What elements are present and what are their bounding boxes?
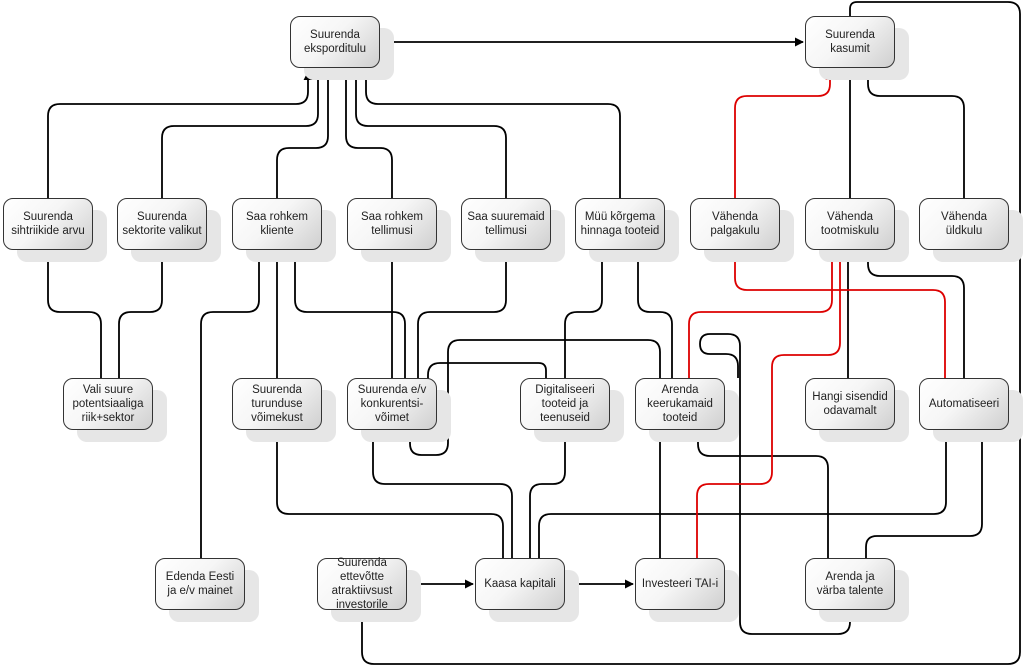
edge-kapital-to-konkurents <box>368 431 513 558</box>
node-vahenda-tootmiskulu[interactable]: Vähenda tootmiskulu <box>805 198 895 250</box>
edge-yldkulu-to-kasum <box>863 71 965 198</box>
edge-konkurents-to-kliendid <box>290 251 406 378</box>
node-investeeri-tai[interactable]: Investeeri TAI-i <box>635 558 725 610</box>
edge-keerukad-to-tootmiskulu <box>688 251 837 378</box>
node-vali-riik-sektor[interactable]: Vali suure potentsiaaliga riik+sektor <box>63 378 153 430</box>
node-vahenda-palgakulu[interactable]: Vähenda palgakulu <box>690 198 780 250</box>
node-vahenda-yldkulu[interactable]: Vähenda üldkulu <box>919 198 1009 250</box>
edge-tellimused-to-eksport <box>341 71 393 198</box>
node-saa-rohkem-tellimusi[interactable]: Saa rohkem tellimusi <box>347 198 437 250</box>
edge-vali-to-sihtriigid <box>43 251 102 378</box>
node-suurenda-sihtriikide-arvu[interactable]: Suurenda sihtriikide arvu <box>3 198 93 250</box>
node-muu-korgema-hinnaga-tooteid[interactable]: Müü kõrgema hinnaga tooteid <box>575 198 665 250</box>
edge-sektorid-to-eksport <box>161 71 323 198</box>
node-suurenda-sektorite-valikut[interactable]: Suurenda sektorite valikut <box>117 198 207 250</box>
node-arenda-varba-talente[interactable]: Arenda ja värba talente <box>805 558 895 610</box>
node-digitaliseeri[interactable]: Digitaliseeri tooteid ja teenuseid <box>520 378 610 430</box>
node-arenda-keerukamaid-tooteid[interactable]: Arenda keerukamaid tooteid <box>635 378 725 430</box>
node-automatiseeri[interactable]: Automatiseeri <box>919 378 1009 430</box>
node-edenda-mainet[interactable]: Edenda Eesti ja e/v mainet <box>155 558 245 610</box>
node-saa-suuremaid-tellimusi[interactable]: Saa suuremaid tellimusi <box>461 198 551 250</box>
edge-vali-to-sektorid <box>118 251 167 378</box>
edge-konkurents-to-suuremad <box>417 251 511 378</box>
edge-sihtriigid-to-eksport <box>47 71 313 198</box>
node-suurenda-turunduse-voimekust[interactable]: Suurenda turunduse võimekust <box>232 378 322 430</box>
node-hangi-sisendid-odavamalt[interactable]: Hangi sisendid odavamalt <box>805 378 895 430</box>
edge-automat-to-tootmiskulu <box>863 251 965 378</box>
edge-suuremad-to-eksport <box>351 71 507 198</box>
edge-kapital-to-automat <box>538 431 951 558</box>
edge-kasum-to-atraktiivsus <box>357 1 1021 665</box>
edge-digi-to-konkurents <box>423 362 547 433</box>
node-saa-rohkem-kliente[interactable]: Saa rohkem kliente <box>232 198 322 250</box>
edge-digi-to-hind <box>564 251 607 378</box>
edge-kliendid-to-eksport <box>276 71 333 198</box>
node-suurenda-eksporditulu[interactable]: Suurenda eksporditulu <box>290 16 380 68</box>
edge-kapital-to-turundus <box>272 431 504 558</box>
edge-tai-to-tootmiskulu <box>696 251 845 558</box>
edge-keerukad-to-talent <box>699 333 855 635</box>
node-suurenda-atraktiivsust[interactable]: Suurenda ettevõtte atraktiivsust investo… <box>317 557 407 611</box>
edge-automat-to-palgakulu <box>730 251 946 378</box>
edge-palgakulu-to-kasum <box>734 71 835 198</box>
edge-talent-to-keerukad <box>693 431 829 558</box>
edge-talent-to-automat <box>865 431 987 558</box>
edge-maine-to-kliendid <box>200 251 264 558</box>
node-kaasa-kapitali[interactable]: Kaasa kapitali <box>475 558 565 610</box>
edge-keerukad-to-hind <box>633 251 673 378</box>
node-suurenda-konkurentsivoimet[interactable]: Suurenda e/v konkurentsi- võimet <box>347 378 437 430</box>
edge-kapital-to-digi <box>529 431 570 558</box>
edge-hind-to-eksport <box>361 71 621 198</box>
node-suurenda-kasumit[interactable]: Suurenda kasumit <box>805 16 895 68</box>
